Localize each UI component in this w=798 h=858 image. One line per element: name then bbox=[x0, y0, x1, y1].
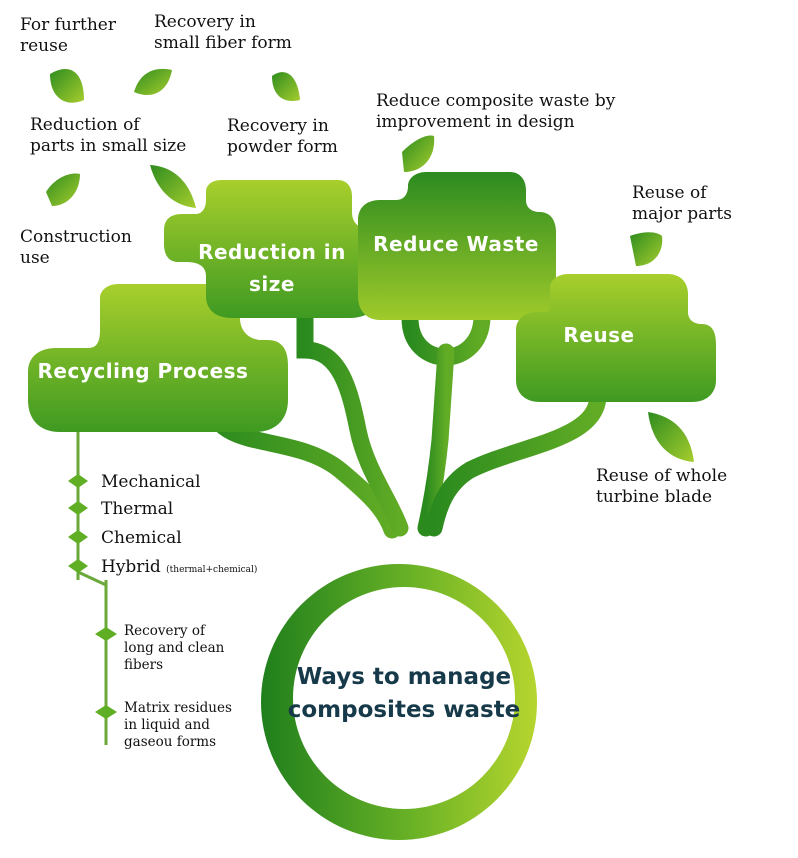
bullet-leaf-icon bbox=[68, 474, 88, 488]
center-title-line2: composites waste bbox=[288, 697, 521, 723]
leaves bbox=[46, 68, 694, 462]
method-hybrid-label: Hybrid bbox=[101, 557, 161, 577]
method-chemical: Chemical bbox=[101, 528, 182, 548]
label-whole-blade: Reuse of whole turbine blade bbox=[596, 466, 728, 507]
node-recycling-process: Recycling Process bbox=[28, 284, 288, 432]
bullet-leaf-icon bbox=[68, 559, 88, 573]
leaf-icon bbox=[272, 72, 300, 101]
node-reduce-waste: Reduce Waste bbox=[358, 172, 556, 320]
leaf-icon bbox=[134, 68, 172, 96]
node-title-reduce-waste: Reduce Waste bbox=[373, 232, 539, 256]
label-further-reuse: For further reuse bbox=[20, 15, 116, 56]
tree-branches bbox=[201, 309, 607, 539]
center-ring-inner bbox=[293, 587, 515, 809]
leaf-icon bbox=[50, 69, 84, 103]
hybrid-note: (thermal+chemical) bbox=[166, 565, 258, 575]
method-bullets bbox=[68, 474, 117, 719]
node-reuse: Reuse bbox=[516, 274, 716, 402]
label-design: Reduce composite waste by improvement in… bbox=[376, 91, 616, 132]
node-title-reuse: Reuse bbox=[563, 323, 634, 347]
bullet-leaf-icon bbox=[68, 530, 88, 544]
leaf-icon bbox=[402, 135, 435, 172]
node-title-reduction-line1: Reduction in bbox=[198, 240, 346, 264]
method-hybrid: Hybrid (thermal+chemical) bbox=[101, 557, 257, 581]
label-powder: Recovery in powder form bbox=[227, 116, 338, 157]
bullet-leaf-icon bbox=[68, 501, 88, 515]
bullet-leaf-icon bbox=[95, 627, 117, 641]
node-reduction-in-size: Reduction in size bbox=[164, 180, 378, 318]
bullet-leaf-icon bbox=[95, 705, 117, 719]
label-major-parts: Reuse of major parts bbox=[632, 183, 732, 224]
outcome-matrix-residues: Matrix residues in liquid and gaseou for… bbox=[124, 700, 232, 750]
label-construction: Construction use bbox=[20, 227, 132, 268]
label-parts-small: Reduction of parts in small size bbox=[30, 115, 187, 156]
leaf-icon bbox=[46, 173, 80, 206]
outcome-long-fibers: Recovery of long and clean fibers bbox=[124, 623, 225, 673]
leaf-icon bbox=[648, 412, 694, 462]
node-title-recycling: Recycling Process bbox=[38, 359, 249, 383]
label-small-fiber: Recovery in small fiber form bbox=[154, 12, 292, 53]
leaf-icon bbox=[630, 232, 663, 266]
method-thermal: Thermal bbox=[101, 499, 174, 519]
center-title-line1: Ways to manage bbox=[297, 664, 511, 690]
leaf-icon bbox=[150, 165, 196, 208]
method-mechanical: Mechanical bbox=[101, 472, 201, 492]
node-title-reduction-line2: size bbox=[249, 272, 295, 296]
